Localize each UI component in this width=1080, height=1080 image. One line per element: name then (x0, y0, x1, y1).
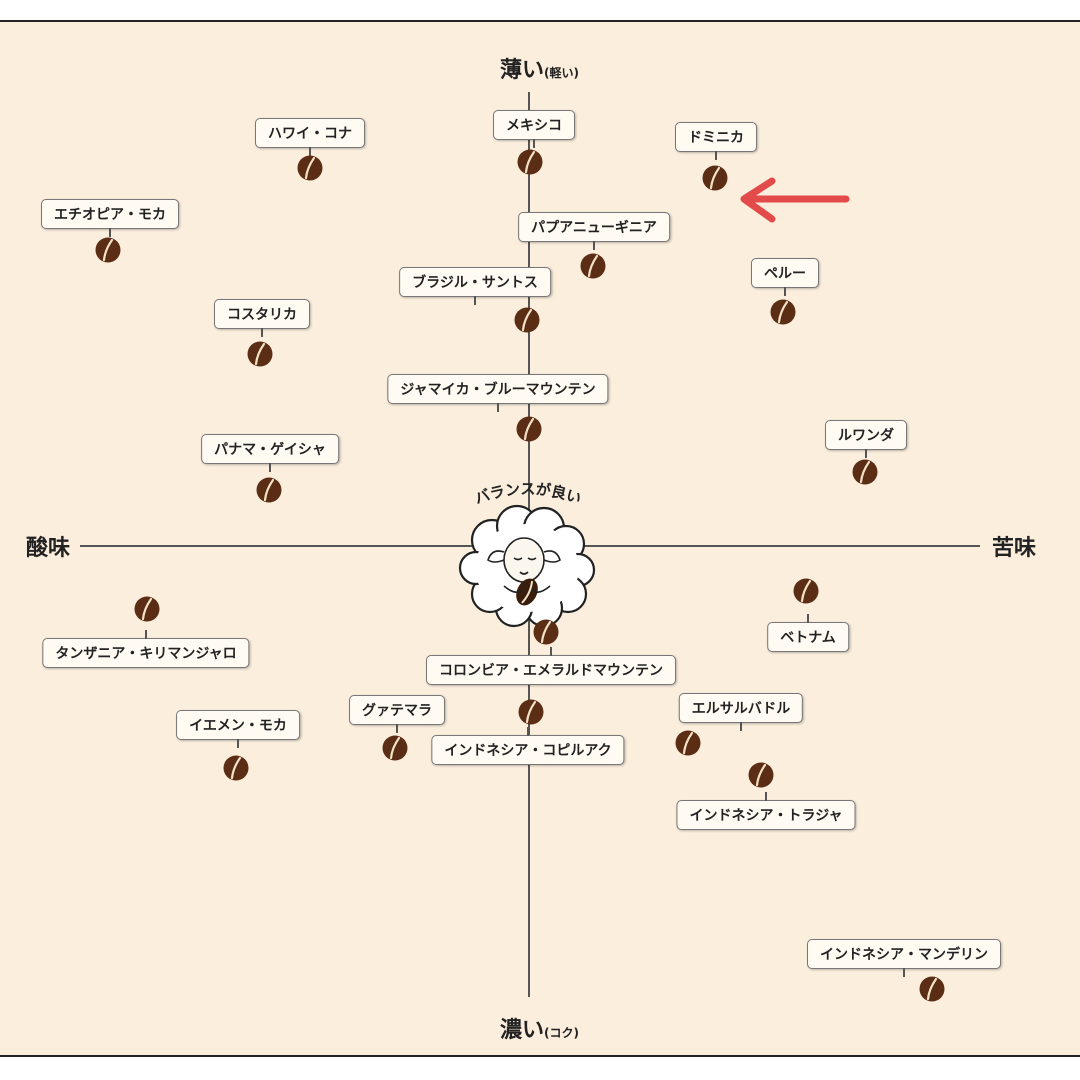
coffee-bean-icon (675, 730, 701, 756)
connector-tick (784, 287, 786, 296)
coffee-label: イエメン・モカ (176, 710, 300, 740)
connector-tick (865, 449, 867, 458)
coffee-label: パナマ・ゲイシャ (201, 434, 339, 464)
coffee-bean-icon (514, 307, 540, 333)
axis-label-right: 苦味 (992, 530, 1036, 562)
coffee-label: メキシコ (493, 110, 575, 140)
coffee-bean-icon (533, 619, 559, 645)
connector-tick (474, 296, 476, 305)
coffee-bean-icon (580, 253, 606, 279)
coffee-label: インドネシア・トラジャ (676, 800, 856, 830)
connector-tick (269, 463, 271, 472)
connector-tick (903, 968, 905, 977)
connector-tick (550, 647, 552, 656)
coffee-label: ベトナム (767, 622, 849, 652)
coffee-bean-icon (702, 165, 728, 191)
coffee-label: ルワンダ (825, 420, 907, 450)
coffee-bean-icon (516, 416, 542, 442)
coffee-label: パプアニューギニア (518, 212, 670, 242)
coffee-bean-icon (517, 149, 543, 175)
coffee-label: インドネシア・マンデリン (807, 939, 1001, 969)
axis-label-bottom: 濃い(コク) (500, 1012, 579, 1044)
coffee-bean-icon (748, 762, 774, 788)
coffee-label: ペルー (751, 258, 819, 288)
coffee-label: タンザニア・キリマンジャロ (42, 638, 250, 668)
coffee-label: インドネシア・コピルアク (431, 735, 625, 765)
coffee-label: ドミニカ (675, 122, 757, 152)
axis-top-sub: (軽い) (544, 66, 579, 80)
connector-tick (396, 724, 398, 733)
connector-tick (237, 739, 239, 748)
connector-tick (715, 151, 717, 160)
connector-tick (593, 241, 595, 250)
coffee-bean-icon (247, 341, 273, 367)
coffee-bean-icon (223, 755, 249, 781)
coffee-bean-icon (793, 578, 819, 604)
connector-tick (145, 630, 147, 639)
axis-bottom-sub: (コク) (544, 1026, 579, 1040)
coffee-label: エチオピア・モカ (41, 199, 179, 229)
coffee-taste-map: 薄い(軽い) 濃い(コク) 酸味 苦味 バランスが良い (0, 20, 1080, 1057)
coffee-label: グァテマラ (349, 695, 445, 725)
coffee-bean-icon (852, 459, 878, 485)
coffee-label: ジャマイカ・ブルーマウンテン (387, 374, 609, 404)
coffee-label: ハワイ・コナ (255, 118, 365, 148)
coffee-bean-icon (297, 155, 323, 181)
connector-tick (261, 328, 263, 337)
coffee-bean-icon (134, 596, 160, 622)
connector-tick (497, 403, 499, 412)
coffee-bean-icon (770, 299, 796, 325)
coffee-bean-icon (919, 976, 945, 1002)
axis-label-left: 酸味 (26, 530, 70, 562)
axis-label-top: 薄い(軽い) (500, 52, 579, 84)
coffee-bean-icon (256, 477, 282, 503)
coffee-label: コロンビア・エメラルドマウンテン (426, 655, 676, 685)
coffee-bean-icon (518, 699, 544, 725)
coffee-bean-icon (95, 237, 121, 263)
axis-left-main: 酸味 (26, 536, 71, 561)
connector-tick (740, 722, 742, 731)
coffee-bean-icon (382, 735, 408, 761)
sheep-mascot-icon (458, 504, 596, 628)
connector-tick (533, 139, 535, 148)
balance-label: バランスが良い (472, 480, 583, 508)
connector-tick (309, 147, 311, 156)
axis-top-main: 薄い (500, 58, 545, 83)
coffee-label: ブラジル・サントス (399, 267, 551, 297)
axis-bottom-main: 濃い (500, 1018, 545, 1043)
connector-tick (109, 228, 111, 237)
highlight-arrow-icon (740, 177, 850, 223)
coffee-label: コスタリカ (214, 299, 310, 329)
connector-tick (807, 614, 809, 623)
connector-tick (765, 792, 767, 801)
coffee-label: エルサルバドル (678, 693, 804, 723)
connector-tick (527, 727, 529, 736)
axis-right-main: 苦味 (992, 536, 1037, 561)
